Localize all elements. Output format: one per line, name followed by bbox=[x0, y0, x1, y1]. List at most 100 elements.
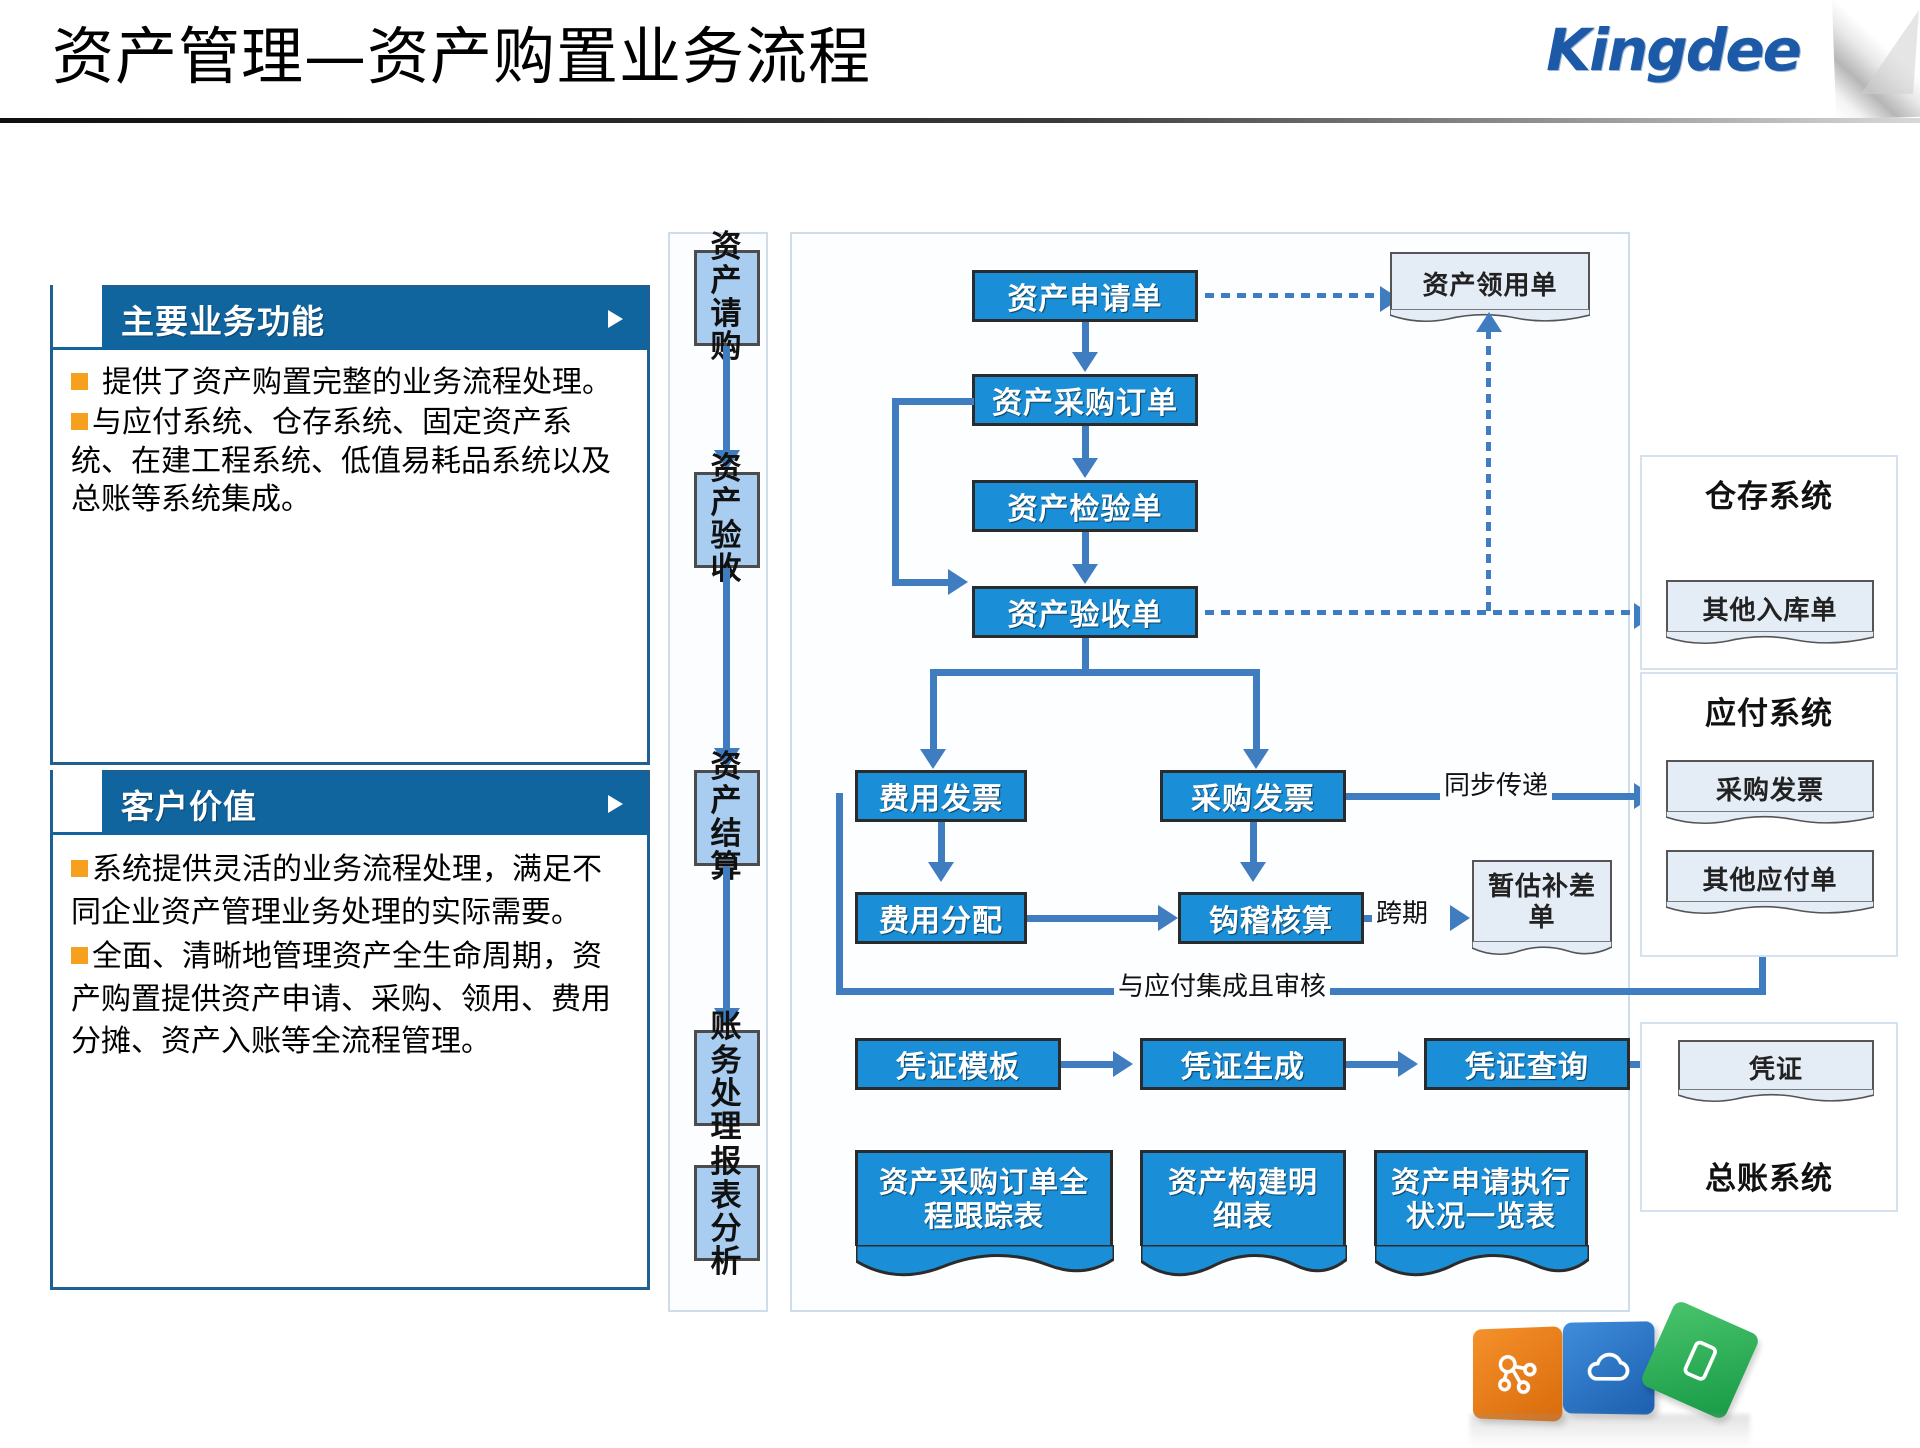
node-reconciliation[interactable]: 钩稽核算 bbox=[1178, 892, 1364, 944]
doc-label: 资产领用单 bbox=[1422, 270, 1558, 301]
stage-asset-requisition[interactable]: 资产 请购 bbox=[694, 230, 760, 364]
arrow-down-icon bbox=[920, 749, 946, 769]
node-expense-allocation[interactable]: 费用分配 bbox=[855, 892, 1027, 944]
edge-label-sync-transfer: 同步传递 bbox=[1440, 765, 1553, 802]
report-label-line1: 资产构建明 bbox=[1167, 1165, 1318, 1200]
arrow-right-icon bbox=[1398, 1051, 1418, 1077]
doc-label: 其他入库单 bbox=[1702, 595, 1838, 626]
flow-connector bbox=[1027, 915, 1161, 922]
network-glyph bbox=[1491, 1347, 1541, 1400]
stage-connector bbox=[723, 866, 730, 1018]
doc-provisional-difference[interactable]: 暂估补差 单 bbox=[1472, 860, 1612, 956]
bullet-item: 提供了资产购置完整的业务流程处理。 bbox=[71, 364, 631, 402]
node-inspection[interactable]: 资产检验单 bbox=[972, 480, 1198, 532]
flow-connector bbox=[938, 822, 945, 874]
system-title-inventory: 仓存系统 bbox=[1705, 479, 1833, 515]
cloud-glyph bbox=[1582, 1342, 1634, 1394]
arrow-down-icon bbox=[714, 1008, 740, 1028]
node-acceptance[interactable]: 资产验收单 bbox=[972, 586, 1198, 638]
bullet-item: 系统提供灵活的业务流程处理，满足不同企业资产管理业务处理的实际需要。 bbox=[71, 849, 631, 934]
bullet-text: 与应付系统、仓存系统、固定资产系统、在建工程系统、低值易耗品系统以及总账等系统集… bbox=[71, 405, 611, 518]
stage-label-line2: 分析 bbox=[710, 1211, 744, 1281]
torn-edge-icon bbox=[1666, 901, 1874, 915]
stage-accounting-processing[interactable]: 账务 处理 bbox=[694, 1010, 760, 1144]
mobile-cube-icon bbox=[1639, 1299, 1761, 1421]
flow-connector bbox=[1061, 1061, 1115, 1068]
dotted-connector bbox=[1486, 330, 1491, 612]
arrow-right-icon bbox=[948, 569, 968, 595]
stage-asset-settlement[interactable]: 资产 结算 bbox=[694, 750, 760, 884]
page-title: 资产管理—资产购置业务流程 bbox=[52, 20, 872, 93]
flow-connector bbox=[1082, 426, 1089, 468]
doc-other-payable[interactable]: 其他应付单 bbox=[1666, 850, 1874, 915]
arrow-down-icon bbox=[928, 862, 954, 882]
node-purchase-invoice[interactable]: 采购发票 bbox=[1160, 770, 1346, 822]
torn-edge-icon bbox=[856, 1245, 1114, 1277]
doc-label: 采购发票 bbox=[1715, 775, 1824, 806]
system-title-payable: 应付系统 bbox=[1705, 696, 1833, 732]
node-voucher-template[interactable]: 凭证模板 bbox=[855, 1038, 1061, 1090]
slide-header: 资产管理—资产购置业务流程 Kingdee bbox=[0, 0, 1920, 120]
logo-reflection bbox=[1470, 1414, 1750, 1448]
system-title-general-ledger: 总账系统 bbox=[1705, 1161, 1833, 1197]
arrow-down-icon bbox=[1072, 352, 1098, 372]
flow-connector bbox=[1082, 532, 1089, 574]
flow-connector bbox=[1082, 638, 1089, 676]
panel-value-title: 客户价值 bbox=[121, 787, 257, 826]
arrow-down-icon bbox=[714, 450, 740, 470]
doc-label-line2: 单 bbox=[1528, 903, 1556, 933]
flow-connector bbox=[1082, 322, 1089, 362]
bullet-item: 全面、清晰地管理资产全生命周期，资产购置提供资产申请、采购、领用、费用分摊、资产… bbox=[71, 936, 631, 1064]
report-purchase-order-tracking[interactable]: 资产采购订单全 程跟踪表 bbox=[855, 1150, 1114, 1277]
flow-connector bbox=[1346, 1061, 1400, 1068]
panel-main-header: 主要业务功能 bbox=[53, 285, 647, 350]
cloud-cube-icon bbox=[1562, 1321, 1655, 1415]
report-label-line1: 资产申请执行 bbox=[1390, 1165, 1571, 1200]
stage-connector bbox=[723, 346, 730, 460]
torn-edge-icon bbox=[1375, 1245, 1589, 1277]
arrow-down-icon bbox=[1243, 749, 1269, 769]
bullet-text: 系统提供灵活的业务流程处理，满足不同企业资产管理业务处理的实际需要。 bbox=[71, 852, 602, 930]
stage-label-line2: 处理 bbox=[710, 1076, 744, 1146]
flow-connector-bypass bbox=[892, 398, 899, 586]
doc-label: 凭证 bbox=[1748, 1054, 1803, 1085]
flow-connector-bypass bbox=[892, 579, 950, 586]
flow-connector bbox=[930, 669, 937, 759]
panel-header-notch bbox=[53, 285, 105, 347]
bullet-item: 与应付系统、仓存系统、固定资产系统、在建工程系统、低值易耗品系统以及总账等系统集… bbox=[71, 404, 631, 519]
node-voucher-query[interactable]: 凭证查询 bbox=[1424, 1038, 1630, 1090]
footer-logo-cubes bbox=[1470, 1299, 1761, 1448]
dotted-connector bbox=[1205, 610, 1635, 615]
stage-label-line1: 资产 bbox=[710, 749, 744, 819]
node-expense-invoice[interactable]: 费用发票 bbox=[855, 770, 1027, 822]
node-voucher-generate[interactable]: 凭证生成 bbox=[1140, 1038, 1346, 1090]
triangle-right-icon[interactable] bbox=[608, 310, 623, 328]
doc-other-receipt[interactable]: 其他入库单 bbox=[1666, 580, 1874, 645]
square-bullet-icon bbox=[71, 860, 88, 877]
report-asset-construction-detail[interactable]: 资产构建明 细表 bbox=[1140, 1150, 1347, 1277]
kingdee-logo: Kingdee bbox=[1546, 16, 1802, 84]
doc-purchase-invoice-payable[interactable]: 采购发票 bbox=[1666, 760, 1874, 825]
doc-label: 其他应付单 bbox=[1702, 865, 1838, 896]
stage-report-analysis[interactable]: 报表 分析 bbox=[694, 1145, 760, 1279]
stage-asset-acceptance[interactable]: 资产 验收 bbox=[694, 452, 760, 586]
arrow-down-icon bbox=[1072, 564, 1098, 584]
panel-main-functions: 主要业务功能 提供了资产购置完整的业务流程处理。 与应付系统、仓存系统、固定资产… bbox=[50, 285, 650, 765]
arrow-right-icon bbox=[1158, 905, 1178, 931]
torn-edge-icon bbox=[1666, 811, 1874, 825]
stage-label-line1: 账务 bbox=[710, 1009, 744, 1079]
arrow-right-icon bbox=[1450, 905, 1470, 931]
report-label-line2: 细表 bbox=[1212, 1198, 1273, 1233]
panel-customer-value: 客户价值 系统提供灵活的业务流程处理，满足不同企业资产管理业务处理的实际需要。 … bbox=[50, 770, 650, 1290]
report-asset-request-execution[interactable]: 资产申请执行 状况一览表 bbox=[1374, 1150, 1589, 1277]
bullet-text: 全面、清晰地管理资产全生命周期，资产购置提供资产申请、采购、领用、费用分摊、资产… bbox=[71, 939, 611, 1060]
stage-label-line1: 报表 bbox=[710, 1144, 744, 1214]
triangle-right-icon[interactable] bbox=[608, 795, 623, 813]
flow-connector bbox=[930, 669, 1260, 676]
mobile-device-glyph bbox=[1683, 1340, 1717, 1381]
node-asset-request[interactable]: 资产申请单 bbox=[972, 270, 1198, 322]
doc-asset-issue[interactable]: 资产领用单 bbox=[1390, 252, 1590, 323]
doc-voucher[interactable]: 凭证 bbox=[1678, 1040, 1874, 1103]
page-curl-decoration bbox=[1832, 0, 1920, 118]
node-purchase-order[interactable]: 资产采购订单 bbox=[972, 374, 1198, 426]
